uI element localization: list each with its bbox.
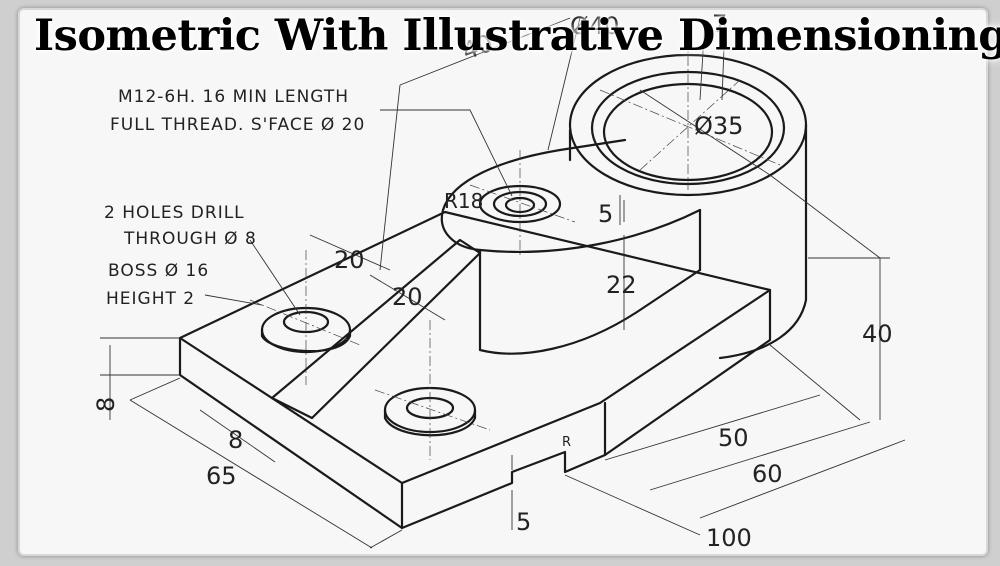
- dim-dia35: Ø35: [694, 112, 743, 140]
- page-title: Isometric With Illustrative Dimensioning: [34, 11, 1000, 61]
- dim-r-small: R: [562, 435, 571, 450]
- dim-50: 50: [718, 424, 749, 452]
- boss-note-line1: BOSS Ø 16: [108, 261, 209, 281]
- holes-note-line1: 2 HOLES DRILL: [104, 203, 245, 223]
- dim-22: 22: [606, 271, 637, 299]
- base-plate: [178, 210, 772, 530]
- rib: [270, 238, 482, 420]
- drawing-sheet: [18, 8, 988, 556]
- dim-dia40: Ø40: [570, 12, 619, 40]
- dim-20-b: 20: [392, 283, 423, 311]
- center-lines: [249, 20, 781, 460]
- boss-note-line2: HEIGHT 2: [106, 289, 195, 309]
- dim-7: 7: [712, 10, 727, 38]
- dim-8-left: 8: [92, 397, 120, 412]
- dim-20-a: 20: [334, 246, 365, 274]
- dimension-values: 40 Ø40 7 Ø35 R18 5 20 20 22 40 8 8 65 50…: [92, 10, 893, 552]
- dim-60: 60: [752, 460, 783, 488]
- central-boss: [440, 138, 702, 355]
- dim-8-bottom: 8: [228, 426, 243, 454]
- drawing-notes: M12-6H. 16 MIN LENGTH FULL THREAD. S'FAC…: [104, 87, 365, 309]
- dim-65: 65: [206, 462, 237, 490]
- dim-100: 100: [706, 524, 752, 552]
- thread-note-line2: FULL THREAD. S'FACE Ø 20: [110, 115, 365, 135]
- dim-5-top: 5: [598, 200, 613, 228]
- thread-note-line1: M12-6H. 16 MIN LENGTH: [118, 87, 349, 107]
- holes-note-line2: THROUGH Ø 8: [123, 229, 257, 249]
- dim-5-bottom: 5: [516, 508, 531, 536]
- dimension-lines: [100, 17, 906, 549]
- dim-r18: R18: [444, 189, 483, 213]
- dim-40-right: 40: [862, 320, 893, 348]
